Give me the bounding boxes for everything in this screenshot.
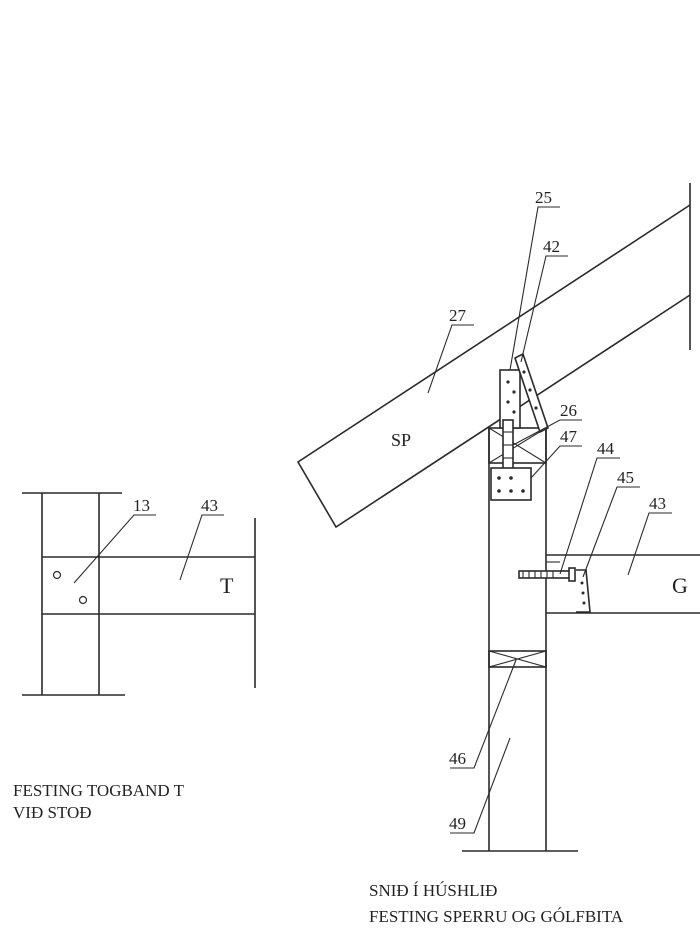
label-43-left: 43 [201, 496, 218, 515]
label-rafter-sp: SP [391, 430, 411, 450]
caption-right-line2: FESTING SPERRU OG GÓLFBITA [369, 907, 624, 926]
right-detail [296, 183, 700, 852]
label-tie-bar-t: T [220, 573, 234, 598]
leader-45 [582, 486, 640, 578]
leader-25 [509, 206, 560, 371]
angled-strap-42 [514, 352, 549, 434]
caption-right-line1: SNIÐ Í HÚSHLIÐ [369, 881, 498, 900]
joist-hanger-45 [576, 569, 591, 613]
leader-49 [450, 737, 511, 834]
label-46: 46 [449, 749, 466, 768]
label-27: 27 [449, 306, 467, 325]
strap-nail [506, 380, 510, 384]
strap-nail [512, 410, 516, 414]
lower-block-cross-b [488, 650, 547, 668]
bracket-nail [497, 489, 501, 493]
bolt-hole-upper [52, 570, 62, 580]
label-43-right: 43 [649, 494, 666, 513]
leader-46 [450, 659, 517, 769]
leader-43-left [179, 514, 224, 581]
leader-42 [520, 255, 568, 363]
label-13: 13 [133, 496, 150, 515]
hanger-nail [582, 601, 586, 605]
label-25: 25 [535, 188, 552, 207]
label-45: 45 [617, 468, 634, 487]
caption-right: SNIÐ Í HÚSHLIÐ FESTING SPERRU OG GÓLFBIT… [369, 878, 623, 930]
label-42: 42 [543, 237, 560, 256]
hanger-nail [581, 591, 585, 595]
lag-screw-44 [518, 570, 572, 579]
bolt-hole-lower [78, 595, 88, 605]
label-44: 44 [597, 439, 615, 458]
strap-nail [522, 370, 526, 374]
left-detail [22, 492, 256, 696]
caption-left-line2: VIÐ STOÐ [13, 803, 92, 822]
label-47: 47 [560, 427, 578, 446]
leader-27 [427, 324, 474, 394]
bracket-nail [497, 476, 501, 480]
strap-nail [506, 400, 510, 404]
leader-47 [530, 445, 582, 479]
leader-13 [73, 514, 156, 584]
leader-44 [559, 457, 620, 575]
caption-left-line1: FESTING TOGBAND T [13, 781, 184, 800]
label-26: 26 [560, 401, 577, 420]
hanger-nail [580, 581, 584, 585]
block-cross-b [488, 427, 547, 464]
caption-left: FESTING TOGBAND T VIÐ STOÐ [13, 780, 184, 824]
strap-nail [528, 388, 532, 392]
screw-head [568, 567, 576, 582]
label-49: 49 [449, 814, 466, 833]
strap-nail [534, 406, 538, 410]
angle-bracket-47 [490, 467, 532, 501]
bracket-nail [509, 476, 513, 480]
leader-43-right [627, 512, 672, 576]
bridging-block-lower [488, 650, 547, 668]
leader-26 [512, 419, 582, 446]
label-floor-beam-g: G [672, 573, 688, 598]
bracket-nail [521, 489, 525, 493]
strap-nail [512, 390, 516, 394]
bracket-nail [509, 489, 513, 493]
